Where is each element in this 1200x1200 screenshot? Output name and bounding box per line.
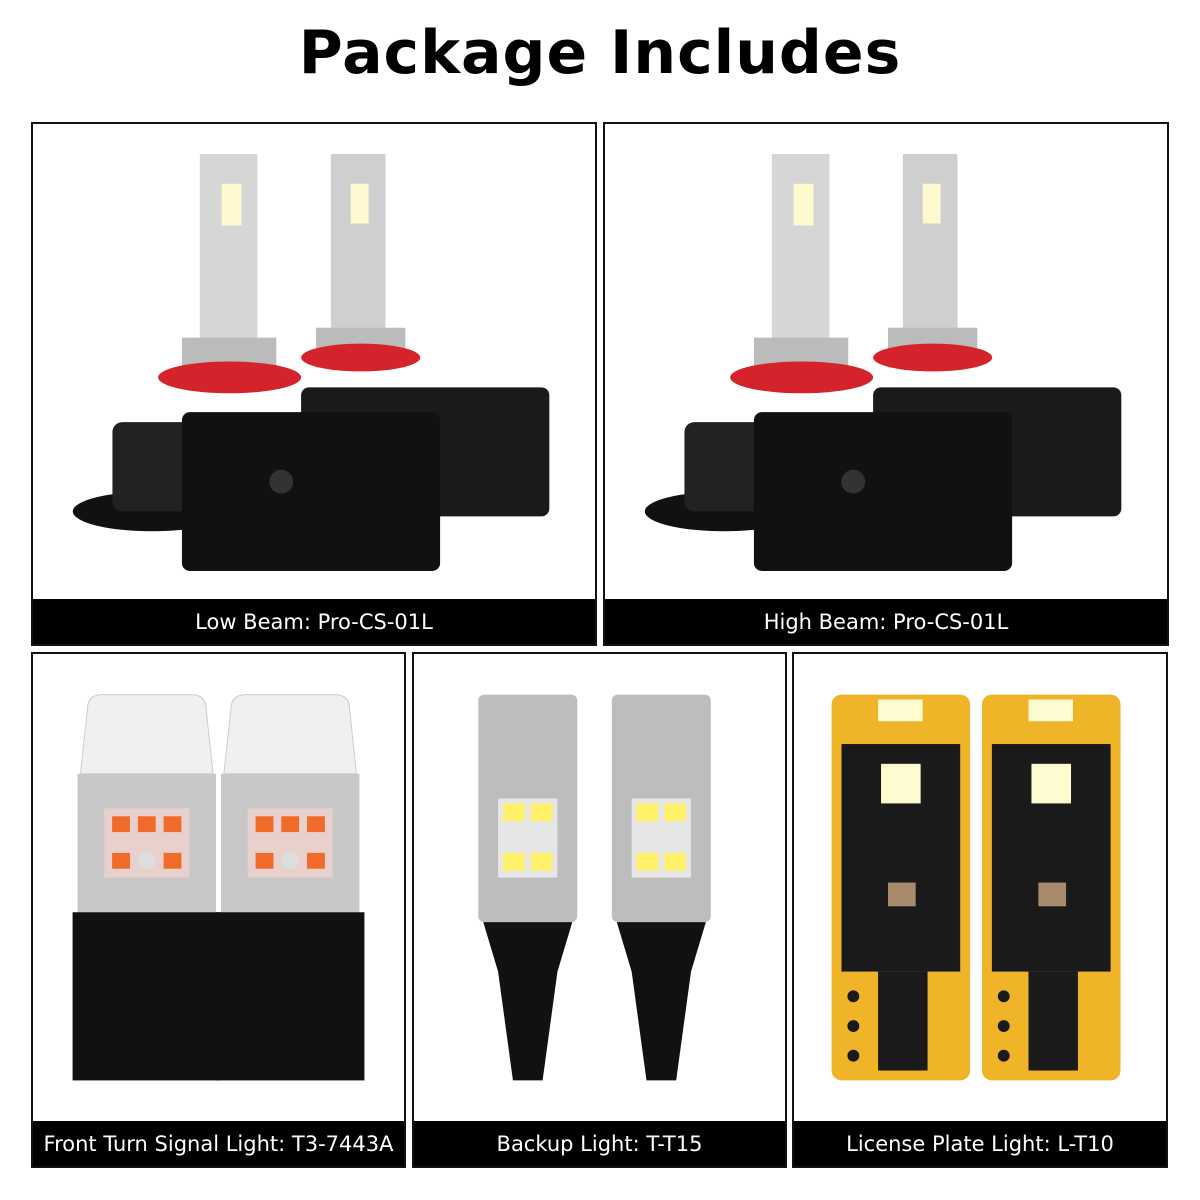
- license-plate-bulbs-image: [794, 654, 1166, 1121]
- caption-license-plate-light: License Plate Light: L-T10: [794, 1121, 1166, 1166]
- panel-low-beam: Low Beam: Pro-CS-01L: [31, 122, 597, 646]
- turn-signal-bulbs-image: [33, 654, 404, 1121]
- license-plate-bulb-right: [981, 694, 1121, 1081]
- turn-signal-bulb-right: [216, 694, 365, 1081]
- panel-front-turn-signal: Front Turn Signal Light: T3-7443A: [31, 652, 406, 1168]
- license-plate-bulb-left: [831, 694, 971, 1081]
- panel-high-beam: High Beam: Pro-CS-01L: [603, 122, 1169, 646]
- caption-backup-light: Backup Light: T-T15: [414, 1121, 785, 1166]
- headlight-bulbs-image: [33, 124, 595, 599]
- headlight-bulbs-image: [605, 124, 1167, 599]
- page-title: Package Includes: [298, 18, 902, 88]
- panel-license-plate-light: License Plate Light: L-T10: [792, 652, 1168, 1168]
- caption-low-beam: Low Beam: Pro-CS-01L: [33, 599, 595, 644]
- backup-bulbs-image: [414, 654, 785, 1121]
- panel-backup-light: Backup Light: T-T15: [412, 652, 787, 1168]
- caption-front-turn-signal: Front Turn Signal Light: T3-7443A: [33, 1121, 404, 1166]
- headlight-bulb-front: [644, 153, 1013, 572]
- caption-high-beam: High Beam: Pro-CS-01L: [605, 599, 1167, 644]
- backup-bulb-left: [478, 694, 578, 1081]
- backup-bulb-right: [611, 694, 711, 1081]
- headlight-bulb-front: [72, 153, 441, 572]
- turn-signal-bulb-left: [72, 694, 221, 1081]
